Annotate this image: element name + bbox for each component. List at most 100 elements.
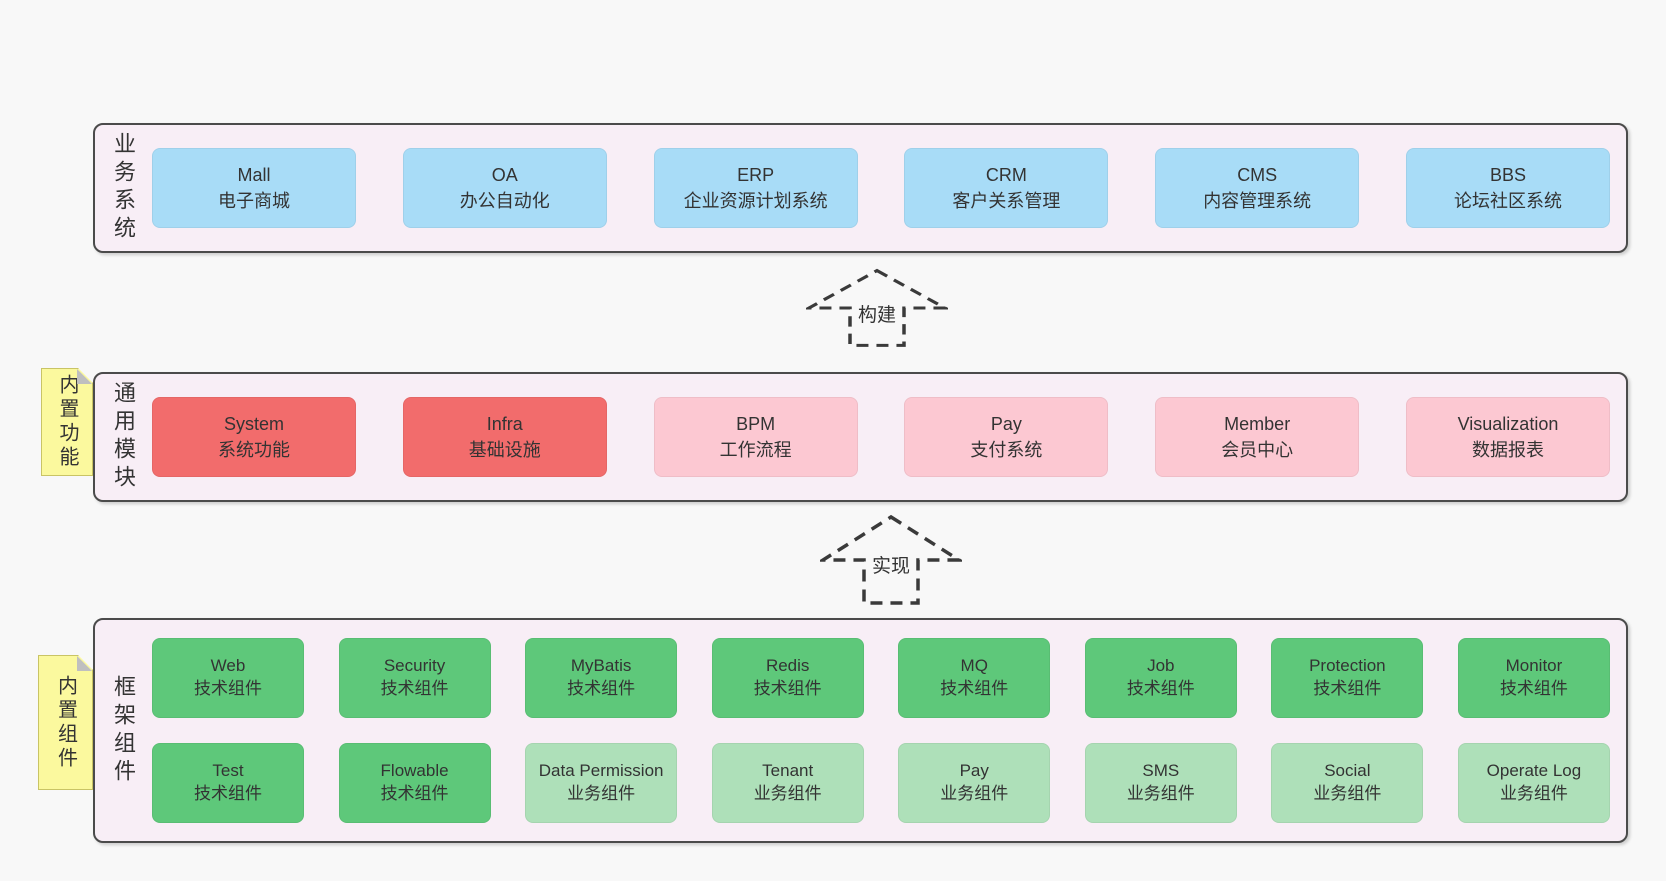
- node-mall: Mall 电子商城: [152, 148, 356, 228]
- node-subtitle: 业务组件: [1313, 784, 1382, 803]
- node-title: MQ: [960, 656, 988, 676]
- layer-label: 框架组件: [111, 674, 136, 787]
- node-subtitle: 业务组件: [940, 784, 1009, 803]
- node-oa: OA 办公自动化: [402, 148, 607, 228]
- node-mq: MQ 技术组件: [898, 638, 1051, 718]
- node-title: System: [223, 413, 284, 434]
- node-title: Pay: [990, 413, 1022, 434]
- node-subtitle: 办公自动化: [459, 191, 550, 211]
- node-mybatis: MyBatis 技术组件: [525, 638, 678, 718]
- node-title: OA: [491, 164, 518, 185]
- node-subtitle: 技术组件: [380, 679, 449, 698]
- node-title: ERP: [737, 164, 775, 185]
- node-subtitle: 技术组件: [380, 784, 449, 803]
- node-subtitle: 技术组件: [753, 679, 822, 698]
- node-subtitle: 内容管理系统: [1203, 191, 1312, 211]
- node-subtitle: 技术组件: [1126, 679, 1195, 698]
- node-title: Protection: [1309, 656, 1386, 676]
- node-title: Tenant: [762, 761, 814, 781]
- node-title: Operate Log: [1486, 761, 1582, 781]
- arrow-build: 构建: [806, 268, 948, 348]
- node-subtitle: 业务组件: [1126, 784, 1195, 803]
- node-crm: CRM 客户关系管理: [904, 148, 1109, 228]
- sticky-note-built-in-components: 内置组件: [38, 655, 93, 790]
- node-subtitle: 业务组件: [1499, 784, 1568, 803]
- node-member: Member 会员中心: [1155, 397, 1360, 477]
- node-protection: Protection 技术组件: [1271, 638, 1424, 718]
- node-title: Pay: [959, 761, 989, 781]
- node-title: Member: [1224, 413, 1291, 434]
- layer-label-wrap: 框架组件: [95, 620, 151, 841]
- node-subtitle: 基础设施: [468, 440, 541, 460]
- node-title: BBS: [1489, 164, 1526, 185]
- node-system: System 系统功能: [152, 397, 356, 477]
- node-pay: Pay 业务组件: [898, 743, 1051, 823]
- node-subtitle: 企业资源计划系统: [683, 191, 828, 211]
- layer-label: 通用模块: [111, 381, 136, 493]
- arrow-label: 构建: [854, 300, 900, 327]
- node-subtitle: 技术组件: [194, 679, 262, 698]
- node-title: MyBatis: [570, 656, 632, 676]
- node-operate-log: Operate Log 业务组件: [1457, 743, 1610, 823]
- node-title: Security: [383, 656, 446, 676]
- node-erp: ERP 企业资源计划系统: [653, 148, 858, 228]
- node-subtitle: 客户关系管理: [952, 191, 1061, 211]
- node-subtitle: 技术组件: [194, 784, 262, 803]
- node-test: Test 技术组件: [152, 743, 304, 823]
- sticky-note-built-in-features: 内置功能: [41, 368, 93, 476]
- layer-label-wrap: 通用模块: [95, 374, 151, 500]
- node-subtitle: 业务组件: [753, 784, 822, 803]
- node-title: CRM: [985, 164, 1027, 185]
- node-title: Social: [1324, 761, 1371, 781]
- node-title: Web: [210, 656, 246, 676]
- arrow-label: 实现: [868, 550, 914, 578]
- up-block-arrow-icon: [806, 268, 948, 347]
- node-social: Social 业务组件: [1271, 743, 1424, 823]
- layer-business-systems: 业务系统 Mall 电子商城 OA 办公自动化 ERP 企业资源计划系统 CRM 客户关系管理…: [93, 123, 1628, 253]
- note-label: 内置组件: [54, 674, 77, 771]
- node-job: Job 技术组件: [1084, 638, 1237, 718]
- layer-label-wrap: 业务系统: [95, 125, 151, 251]
- up-block-arrow-icon: [820, 514, 962, 605]
- node-subtitle: 技术组件: [940, 679, 1009, 698]
- node-title: Flowable: [380, 761, 449, 781]
- node-subtitle: 论坛社区系统: [1453, 191, 1562, 211]
- node-title: SMS: [1142, 761, 1180, 781]
- node-subtitle: 电子商城: [218, 191, 290, 211]
- node-subtitle: 业务组件: [567, 784, 636, 803]
- node-subtitle: 技术组件: [567, 679, 636, 698]
- node-title: Mall: [237, 164, 271, 185]
- note-fold-corner-icon: [77, 369, 92, 384]
- node-subtitle: 会员中心: [1221, 440, 1294, 460]
- node-redis: Redis 技术组件: [711, 638, 864, 718]
- node-title: Test: [212, 761, 244, 781]
- node-subtitle: 技术组件: [1313, 679, 1382, 698]
- layer-label: 业务系统: [111, 132, 136, 244]
- node-title: Job: [1147, 656, 1175, 676]
- node-web: Web 技术组件: [152, 638, 304, 718]
- node-title: Redis: [765, 656, 810, 676]
- note-label: 内置功能: [56, 374, 78, 470]
- note-fold-corner-icon: [77, 656, 92, 671]
- node-sms: SMS 业务组件: [1084, 743, 1237, 823]
- node-flowable: Flowable 技术组件: [338, 743, 491, 823]
- node-subtitle: 技术组件: [1499, 679, 1568, 698]
- node-subtitle: 工作流程: [719, 440, 792, 460]
- node-bbs: BBS 论坛社区系统: [1405, 148, 1610, 228]
- node-subtitle: 系统功能: [218, 440, 290, 460]
